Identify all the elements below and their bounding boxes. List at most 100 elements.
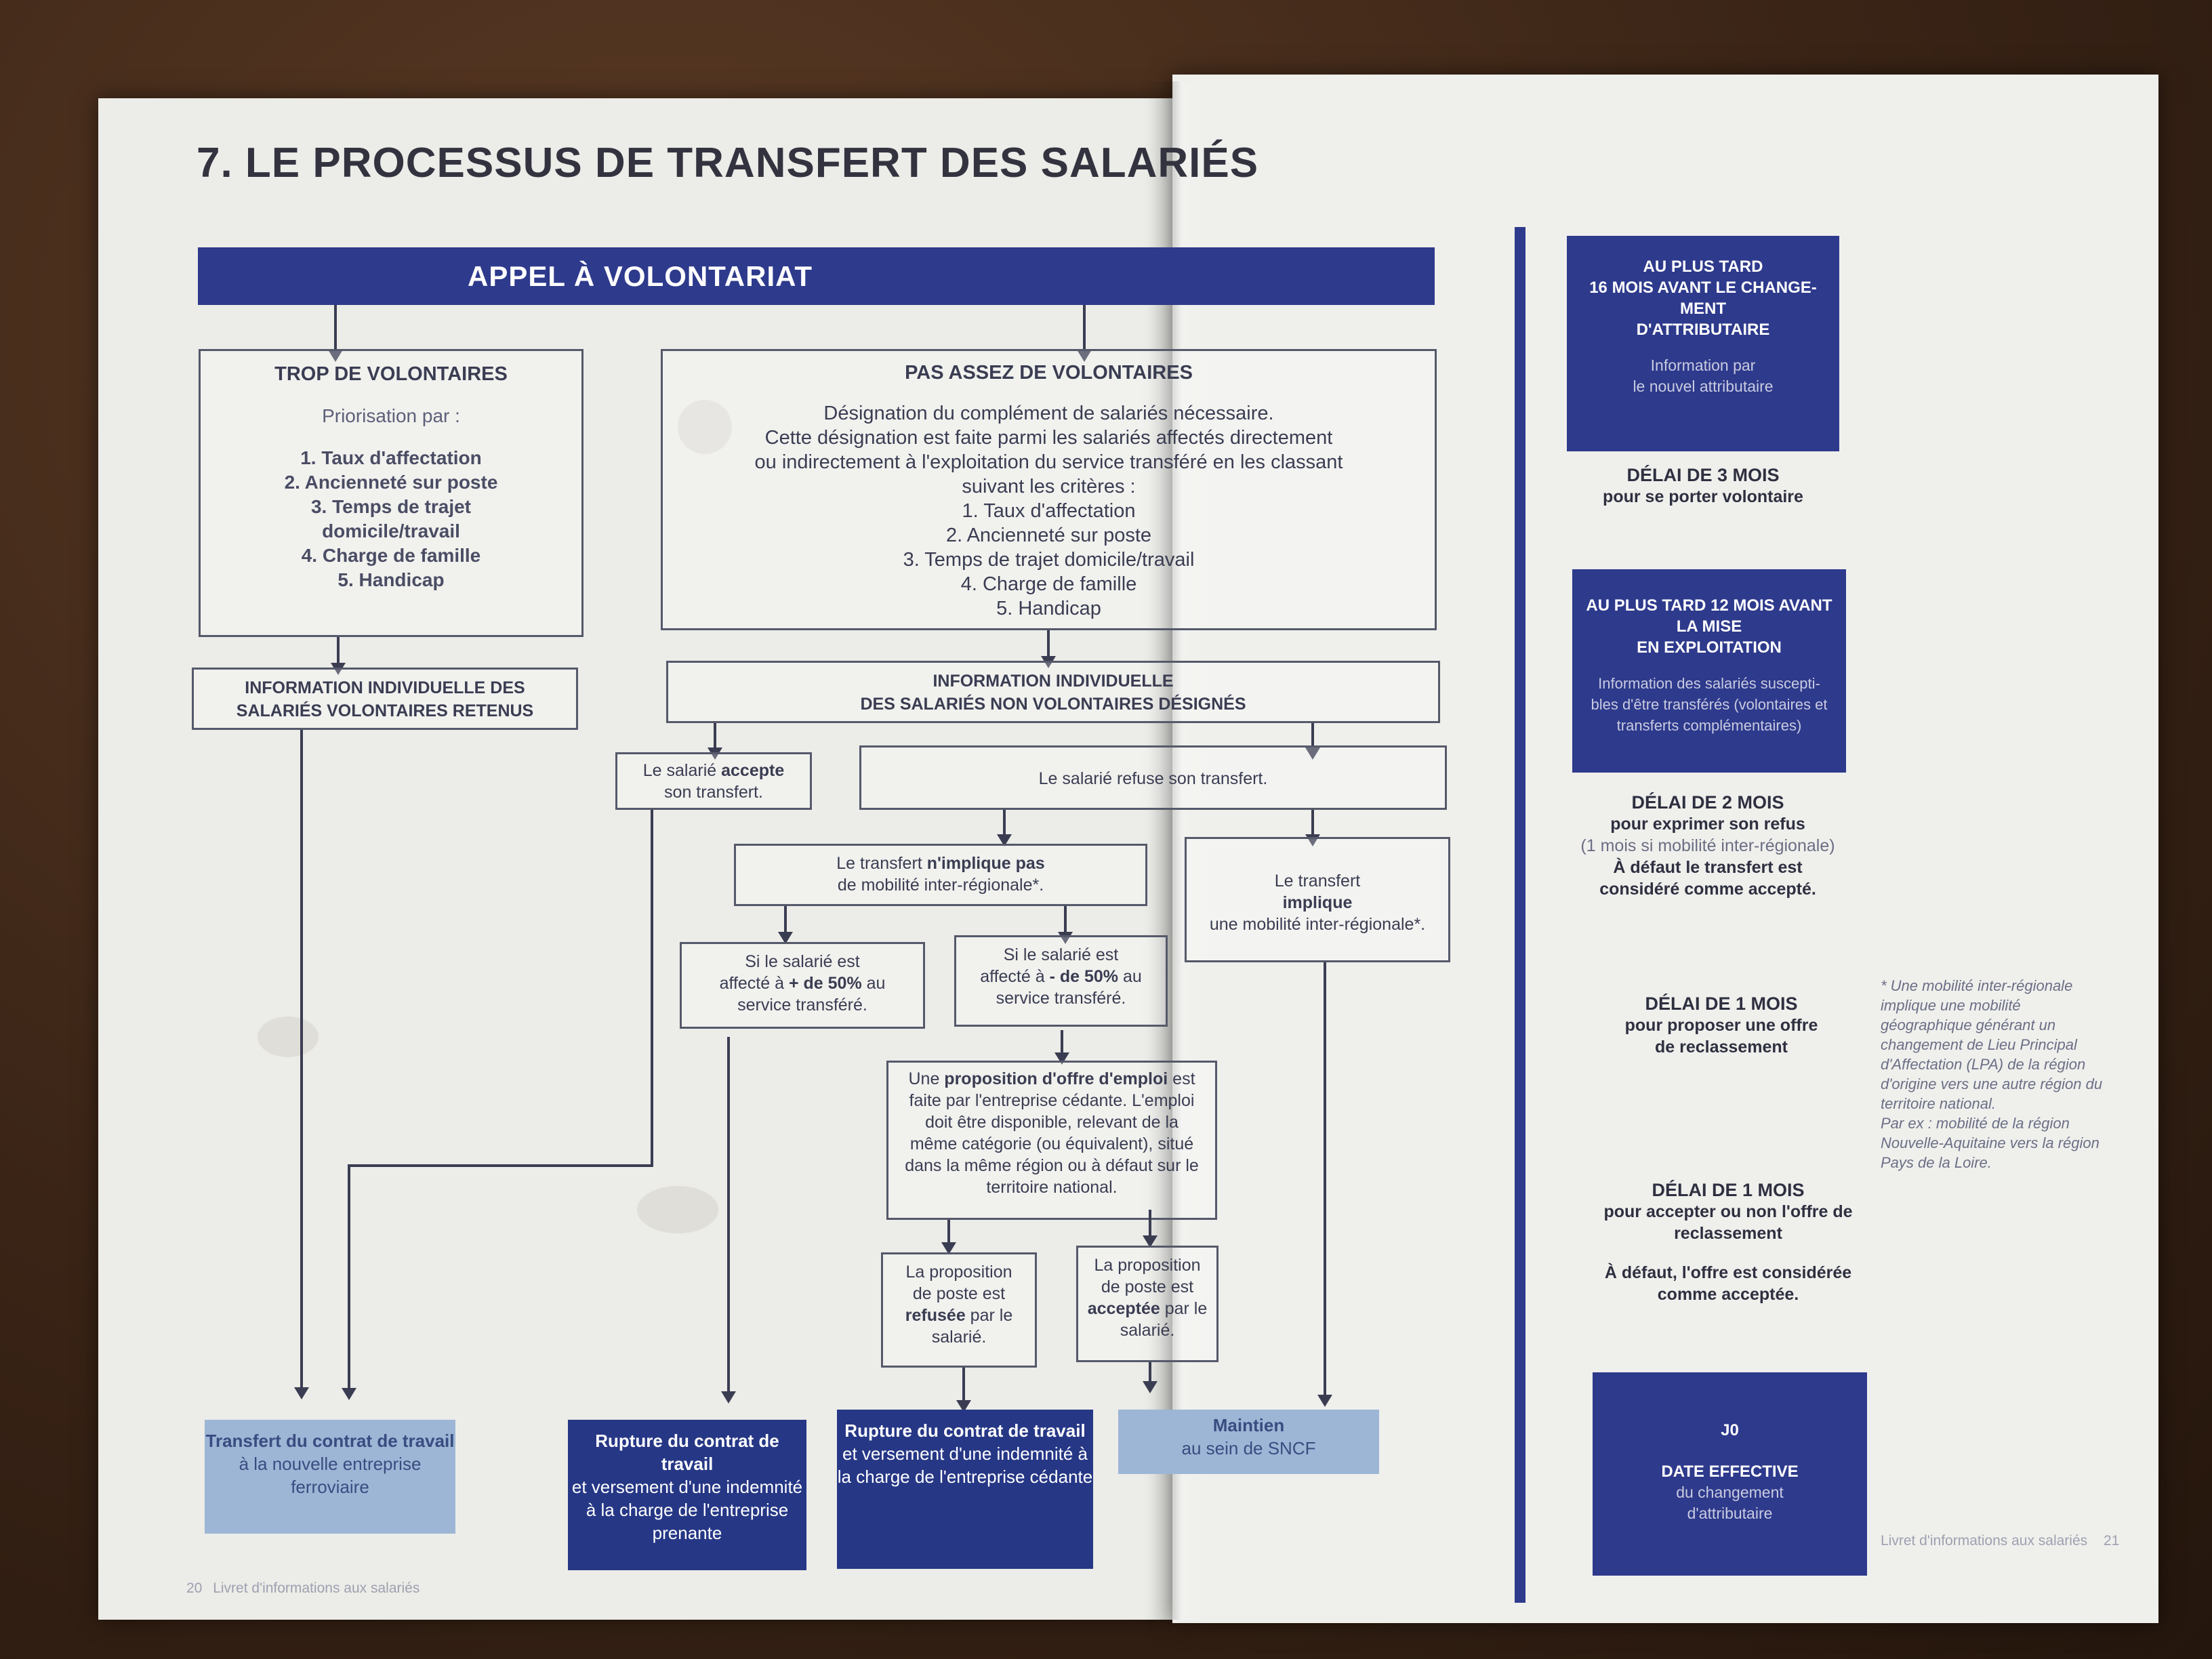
refusee-box: La proposition de poste est refusée par … <box>881 1252 1037 1368</box>
delay-title: DÉLAI DE 2 MOIS <box>1631 792 1784 813</box>
delay-desc: comme acceptée. <box>1657 1285 1799 1304</box>
text-line: AU PLUS TARD 12 MOIS AVANT <box>1586 596 1832 615</box>
info-volontaires-box: INFORMATION INDIVIDUELLE DES SALARIÉS VO… <box>192 668 578 730</box>
book-gutter <box>1145 81 1206 1620</box>
text-line: d'origine vers une autre région du <box>1881 1076 2103 1092</box>
stain <box>678 400 732 454</box>
text-line: suivant les critères : <box>962 476 1136 497</box>
text-line: 1. Taux d'affectation <box>962 500 1136 522</box>
delay-title: DÉLAI DE 3 MOIS <box>1626 465 1780 485</box>
text-line: d'attributaire <box>1687 1504 1773 1522</box>
criteria-item: 5. Handicap <box>337 569 445 590</box>
trop-volontaires-box: TROP DE VOLONTAIRES Priorisation par : 1… <box>199 349 583 637</box>
arrow <box>1054 1030 1069 1065</box>
text-line: géographique générant un <box>1881 1017 2056 1033</box>
text-line: service transféré. <box>737 996 867 1015</box>
pas-assez-text: Désignation du complément de salariés né… <box>663 401 1435 621</box>
text: Une <box>908 1069 945 1088</box>
text-line: INFORMATION INDIVIDUELLE DES <box>245 678 525 697</box>
arrow <box>1058 906 1073 944</box>
text-line: Cette désignation est faite parmi les sa… <box>764 427 1333 449</box>
text-line: territoire national. <box>1881 1095 1996 1112</box>
delay-desc: de reclassement <box>1655 1038 1788 1057</box>
arrow <box>721 1037 736 1404</box>
text-line: J0 <box>1721 1421 1739 1439</box>
pas-assez-volontaires-box: PAS ASSEZ DE VOLONTAIRES Désignation du … <box>661 349 1437 630</box>
acceptee-box: La proposition de poste est acceptée par… <box>1076 1246 1218 1362</box>
timeline-rule <box>1515 227 1525 1603</box>
text-bold: n'implique pas <box>926 854 1045 873</box>
criteria-item: 3. Temps de trajet <box>310 496 471 517</box>
refusee-line: refusée par le <box>883 1305 1035 1326</box>
text-line: ou indirectement à l'exploitation du ser… <box>754 451 1343 473</box>
page-number: 21 <box>2104 1533 2120 1549</box>
text-line: de poste est <box>1101 1277 1194 1296</box>
delay-desc: reclassement <box>1674 1224 1782 1243</box>
no-mobility-box: Le transfert n'implique pas de mobilité … <box>734 844 1147 906</box>
text-line: service transféré. <box>996 989 1126 1008</box>
text-bold: refusée <box>905 1306 966 1325</box>
criteria-item: 1. Taux d'affectation <box>300 447 482 468</box>
proposition-box: Une proposition d'offre d'emploi est fai… <box>886 1061 1217 1220</box>
delay-desc: pour exprimer son refus <box>1610 815 1805 834</box>
text: est <box>1168 1069 1195 1088</box>
text-line: même catégorie (ou équivalent), situé <box>909 1134 1194 1153</box>
text-line: DES SALARIÉS NON VOLONTAIRES DÉSIGNÉS <box>860 695 1246 714</box>
text-line: Information des salariés suscepti- <box>1598 675 1820 692</box>
arrow <box>956 1368 971 1412</box>
arrow <box>294 730 309 1399</box>
connector <box>651 810 653 1166</box>
trop-criteria: 1. Taux d'affectation 2. Ancienneté sur … <box>201 446 581 592</box>
accepte-line: Le salarié accepte <box>617 760 810 781</box>
delay-title: DÉLAI DE 1 MOIS <box>1645 994 1798 1014</box>
footnote: * Une mobilité inter-régionale implique … <box>1881 976 2152 1172</box>
arrow <box>1305 723 1320 760</box>
delay-desc: considéré comme accepté. <box>1599 880 1816 899</box>
text-line: 5. Handicap <box>996 598 1101 619</box>
text: Le salarié <box>642 761 722 780</box>
arrow <box>1041 630 1056 668</box>
accepte-box: Le salarié accepte son transfert. <box>615 752 812 810</box>
outcome-desc: et versement d'une indemnité à la charge… <box>837 1443 1093 1487</box>
text-line: 2. Ancienneté sur poste <box>945 525 1152 546</box>
text-line: LA MISE <box>1676 617 1742 636</box>
plus50-box: Si le salarié est affecté à + de 50% au … <box>680 942 925 1029</box>
text: affecté à <box>719 974 789 993</box>
criteria-item: 4. Charge de famille <box>301 545 481 566</box>
timeline-16-mois-box: AU PLUS TARD 16 MOIS AVANT LE CHANGE- ME… <box>1567 236 1839 451</box>
text-bold: accepte <box>721 761 785 780</box>
text-bold: - de 50% <box>1049 967 1119 986</box>
text-line: INFORMATION INDIVIDUELLE <box>933 672 1174 691</box>
text-line: D'ATTRIBUTAIRE <box>1636 321 1770 339</box>
outcome-maintien: Maintien au sein de SNCF <box>1118 1410 1379 1474</box>
text-line: une mobilité inter-régionale*. <box>1209 915 1426 934</box>
timeline-12-mois-box: AU PLUS TARD 12 MOIS AVANT LA MISE EN EX… <box>1572 569 1846 773</box>
arrow <box>1077 305 1092 362</box>
text-line: changement de Lieu Principal <box>1881 1036 2077 1053</box>
text-line: 3. Temps de trajet domicile/travail <box>903 549 1195 571</box>
mobility-box: Le transfert implique une mobilité inter… <box>1185 837 1450 962</box>
arrow <box>708 723 722 760</box>
text: au <box>861 974 886 993</box>
outcome-transfert: Transfert du contrat de travail à la nou… <box>205 1420 455 1534</box>
delay-title: DÉLAI DE 1 MOIS <box>1652 1180 1805 1200</box>
info-designes-box: INFORMATION INDIVIDUELLE DES SALARIÉS NO… <box>666 661 1440 723</box>
appel-volontariat-band: APPEL À VOLONTARIAT <box>198 247 1435 305</box>
delay-desc: pour se porter volontaire <box>1603 487 1803 506</box>
text-line: d'Affectation (LPA) de la région <box>1881 1056 2086 1073</box>
pas-assez-title: PAS ASSEZ DE VOLONTAIRES <box>905 362 1193 384</box>
page-title: 7. LE PROCESSUS DE TRANSFERT DES SALARIÉ… <box>197 140 1259 186</box>
arrow <box>778 906 793 944</box>
text-line: Si le salarié est <box>745 952 860 971</box>
delay-desc: pour proposer une offre <box>1624 1016 1818 1035</box>
delay-desc: pour accepter ou non l'offre de <box>1603 1202 1853 1221</box>
text-line: DATE EFFECTIVE <box>1661 1462 1799 1481</box>
refuse-box: Le salarié refuse son transfert. <box>859 745 1447 810</box>
text: au <box>1118 967 1142 986</box>
outcome-desc: à la nouvelle entreprise ferroviaire <box>239 1454 422 1497</box>
text-line: MENT <box>1680 300 1726 318</box>
moins50-line: affecté à - de 50% au <box>956 966 1166 987</box>
text: par le <box>1160 1299 1208 1318</box>
text-line: 16 MOIS AVANT LE CHANGE- <box>1589 279 1817 297</box>
